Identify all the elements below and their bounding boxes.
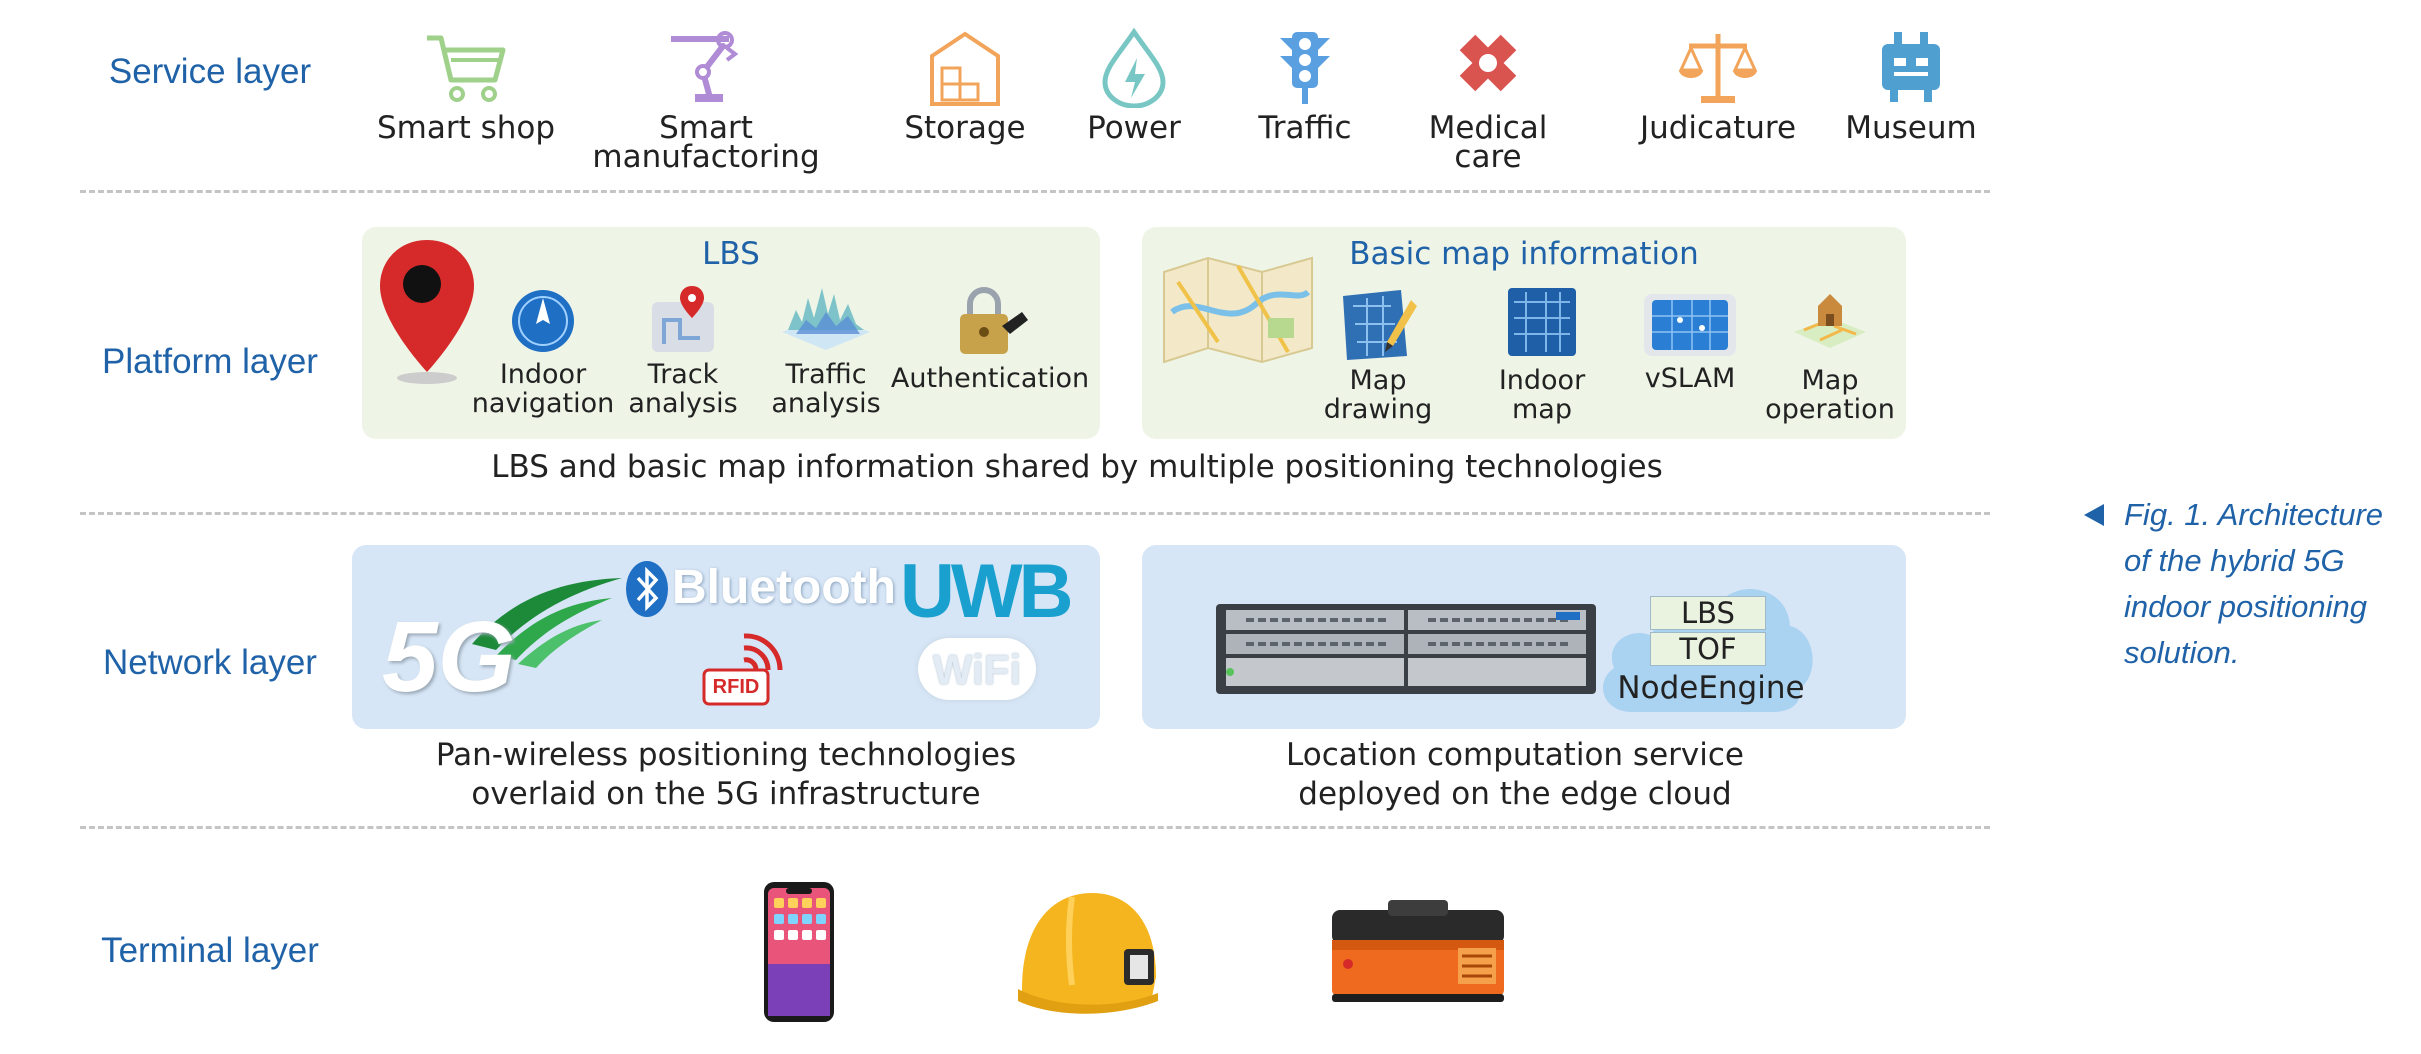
lbs-item-track-analysis: Track analysis — [613, 284, 753, 418]
indoor-map-icon — [1508, 288, 1576, 356]
lbs-item-label: Track analysis — [628, 359, 738, 419]
medical-cross-icon — [1459, 34, 1517, 92]
figure-caption-line: indoor positioning — [2124, 589, 2368, 624]
traffic-light-icon — [1280, 32, 1330, 104]
divider-service-platform — [80, 190, 1990, 193]
map-item-vslam: vSLAM — [1630, 290, 1750, 393]
figure-caption-line: solution. — [2124, 635, 2240, 670]
platform-caption: LBS and basic map information shared by … — [491, 449, 1663, 485]
nodeengine-label: NodeEngine — [1617, 670, 1805, 706]
power-drop-icon — [1102, 28, 1166, 108]
lbs-title: LBS — [702, 236, 760, 272]
terminal-layer-label: Terminal layer — [101, 931, 319, 970]
storage-icon — [930, 31, 1000, 106]
cloud-item-tof: TOF — [1650, 632, 1766, 666]
logo-rfid: RFID — [700, 630, 790, 710]
shopping-cart-icon — [427, 35, 506, 102]
robot-arm-icon — [671, 31, 739, 102]
map-title: Basic map information — [1349, 236, 1699, 272]
folded-map-icon — [1163, 256, 1313, 364]
5g-text: 5G — [382, 601, 516, 713]
lbs-item-label: Authentication — [890, 363, 1090, 394]
map-item-map-operation: Map operation — [1760, 282, 1900, 424]
figure-caption: Fig. 1. Architecture of the hybrid 5G in… — [2124, 492, 2414, 676]
service-smart-manufactoring: Smart manufactoring — [592, 28, 820, 173]
map-item-label: Indoor map — [1498, 365, 1586, 425]
service-label: Smart manufactoring — [592, 110, 820, 175]
map-item-label: Map operation — [1765, 365, 1895, 425]
caption-line: overlaid on the 5G infrastructure — [471, 776, 981, 812]
cloud-item-lbs: LBS — [1650, 596, 1766, 630]
service-smart-shop: Smart shop — [356, 28, 576, 146]
network-caption-left: Pan-wireless positioning technologies ov… — [352, 736, 1100, 814]
uwb-text: UWB — [900, 549, 1074, 634]
caption-line: Location computation service — [1286, 737, 1744, 773]
padlock-icon — [960, 287, 1028, 354]
location-pin-icon — [380, 240, 474, 384]
rfid-text: RFID — [712, 676, 760, 698]
divider-platform-network — [80, 512, 1990, 515]
lbs-item-indoor-navigation: Indoor navigation — [468, 286, 618, 418]
cloud-item-label: LBS — [1681, 596, 1735, 630]
agv-robot-icon — [1332, 900, 1504, 1002]
chart-3d-icon — [782, 288, 870, 350]
vslam-icon — [1644, 294, 1736, 356]
service-layer-label: Service layer — [108, 52, 312, 91]
figure-caption-line: Fig. 1. Architecture — [2124, 497, 2384, 532]
service-label: Medical care — [1428, 110, 1548, 175]
service-storage: Storage — [855, 28, 1075, 146]
server-chassis-icon — [1216, 604, 1596, 694]
service-label: Power — [1087, 110, 1181, 146]
safety-helmet-icon — [1018, 893, 1158, 1014]
service-label: Traffic — [1258, 110, 1352, 146]
track-icon — [652, 286, 714, 352]
map-item-indoor-map: Indoor map — [1482, 282, 1602, 424]
lbs-item-authentication: Authentication — [890, 282, 1090, 393]
lbs-item-label: Indoor navigation — [471, 359, 615, 419]
rfid-waves-icon — [702, 633, 783, 706]
lbs-item-label: Traffic analysis — [771, 359, 881, 419]
service-traffic: Traffic — [1195, 28, 1415, 146]
bluetooth-icon — [626, 561, 668, 617]
service-museum: Museum — [1801, 28, 2021, 146]
map-item-map-drawing: Map drawing — [1318, 286, 1438, 424]
map-drawing-icon — [1343, 290, 1417, 360]
cloud-item-label: TOF — [1679, 632, 1737, 666]
logo-5g: 5G — [382, 578, 622, 713]
service-label: Smart shop — [376, 110, 556, 146]
bluetooth-text: Bluetooth — [672, 561, 896, 614]
wifi-text: WiFi — [932, 646, 1022, 693]
map-item-label: Map drawing — [1323, 365, 1433, 425]
service-power: Power — [1024, 28, 1244, 146]
museum-icon — [1882, 32, 1940, 102]
platform-layer-label: Platform layer — [102, 342, 318, 381]
service-label: Judicature — [1639, 110, 1797, 146]
service-label: Museum — [1845, 110, 1977, 146]
divider-network-terminal — [80, 826, 1990, 829]
network-layer-label: Network layer — [103, 643, 317, 682]
caption-line: deployed on the edge cloud — [1298, 776, 1732, 812]
service-medical-care: Medical care — [1378, 28, 1598, 175]
compass-icon — [512, 290, 574, 352]
figure-caption-line: of the hybrid 5G — [2124, 543, 2345, 578]
map-item-label: vSLAM — [1644, 363, 1736, 394]
caption-arrow-icon — [2084, 504, 2104, 526]
scales-icon — [1678, 34, 1758, 103]
lbs-item-traffic-analysis: Traffic analysis — [756, 280, 896, 418]
5g-waves-icon — [472, 578, 622, 668]
service-label: Storage — [904, 110, 1026, 146]
smartphone-icon — [764, 882, 834, 1022]
caption-line: Pan-wireless positioning technologies — [435, 737, 1017, 773]
map-operation-icon — [1794, 294, 1866, 348]
logo-wifi: WiFi — [918, 638, 1036, 700]
service-judicature: Judicature — [1608, 28, 1828, 146]
network-caption-right: Location computation service deployed on… — [1142, 736, 1888, 814]
